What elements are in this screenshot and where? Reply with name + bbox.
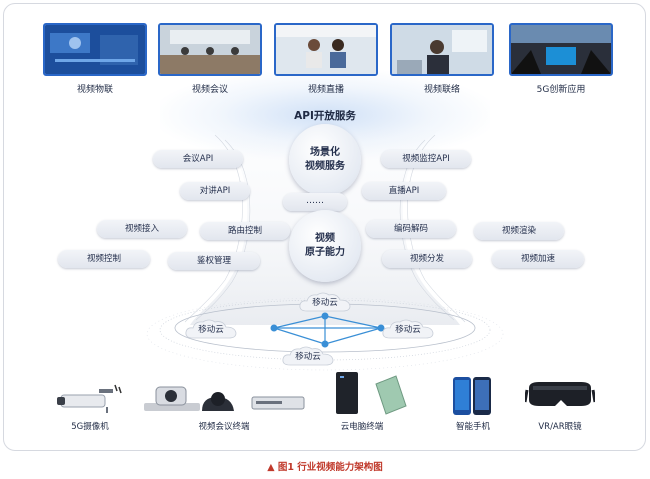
device-label-5g-camera: 5G摄像机 [71, 422, 109, 432]
core-line: 原子能力 [305, 247, 345, 258]
service-video-distribution: 视频分发 [382, 250, 472, 268]
figure-caption: ▲ 图1 行业视频能力架构图 [250, 459, 400, 473]
api-open-service-title: API开放服务 [294, 110, 356, 122]
device-label-conference-terminal: 视频会议终端 [198, 422, 250, 432]
scenario-label-iot: 视频物联 [76, 85, 113, 95]
service-intercom-api: 对讲API [180, 182, 250, 200]
core-atomic-capability: 视频 原子能力 [289, 210, 361, 282]
cloud-label: 移动云 [312, 298, 338, 308]
core-scenario-video-service: 场景化 视频服务 [289, 124, 361, 196]
scenario-label-meeting: 视频会议 [191, 85, 228, 95]
vr-ar-glasses-icon [525, 382, 595, 406]
caption-text: 图1 行业视频能力架构图 [277, 462, 383, 473]
service-routing-control: 路由控制 [200, 222, 290, 240]
device-label-smartphone: 智能手机 [455, 422, 490, 432]
cloud-node-left: 移动云 [183, 318, 239, 340]
scenario-label-live: 视频直播 [307, 85, 344, 95]
core-line: 场景化 [310, 147, 340, 158]
service-monitoring-api: 视频监控API [381, 150, 471, 168]
service-codec: 编码解码 [366, 220, 456, 238]
service-video-acceleration: 视频加速 [492, 250, 584, 268]
scenario-image-contact [390, 23, 494, 76]
cloud-label: 移动云 [198, 325, 224, 335]
scenario-image-live [274, 23, 378, 76]
cloud-pc-terminal-icon [336, 372, 407, 415]
service-video-access: 视频接入 [97, 220, 187, 238]
video-conference-terminal-icon [144, 386, 305, 411]
core-line: 视频服务 [305, 161, 345, 172]
cloud-node-bottom: 移动云 [280, 345, 336, 367]
service-live-api: 直播API [362, 182, 446, 200]
scenario-image-5g [509, 23, 613, 76]
scenario-image-meeting [158, 23, 262, 76]
scenario-label-5g: 5G创新应用 [536, 85, 586, 95]
ellipsis-pill: …… [283, 193, 347, 211]
device-label-cloud-pc: 云电脑终端 [340, 422, 384, 432]
scenario-label-contact: 视频联络 [423, 85, 460, 95]
cloud-node-top: 移动云 [297, 291, 353, 313]
service-auth-management: 鉴权管理 [168, 252, 260, 270]
service-video-control: 视频控制 [58, 250, 150, 268]
core-line: 视频 [315, 233, 335, 244]
device-label-vr-ar: VR/AR眼镜 [538, 422, 582, 432]
5g-camera-icon [57, 384, 122, 413]
service-video-render: 视频渲染 [474, 222, 564, 240]
service-meeting-api: 会议API [153, 150, 243, 168]
smartphone-icon [453, 377, 491, 415]
scenario-image-iot [43, 23, 147, 76]
cloud-label: 移动云 [295, 352, 321, 362]
cloud-node-right: 移动云 [380, 318, 436, 340]
cloud-label: 移动云 [395, 325, 421, 335]
caption-triangle-icon: ▲ [267, 462, 275, 473]
